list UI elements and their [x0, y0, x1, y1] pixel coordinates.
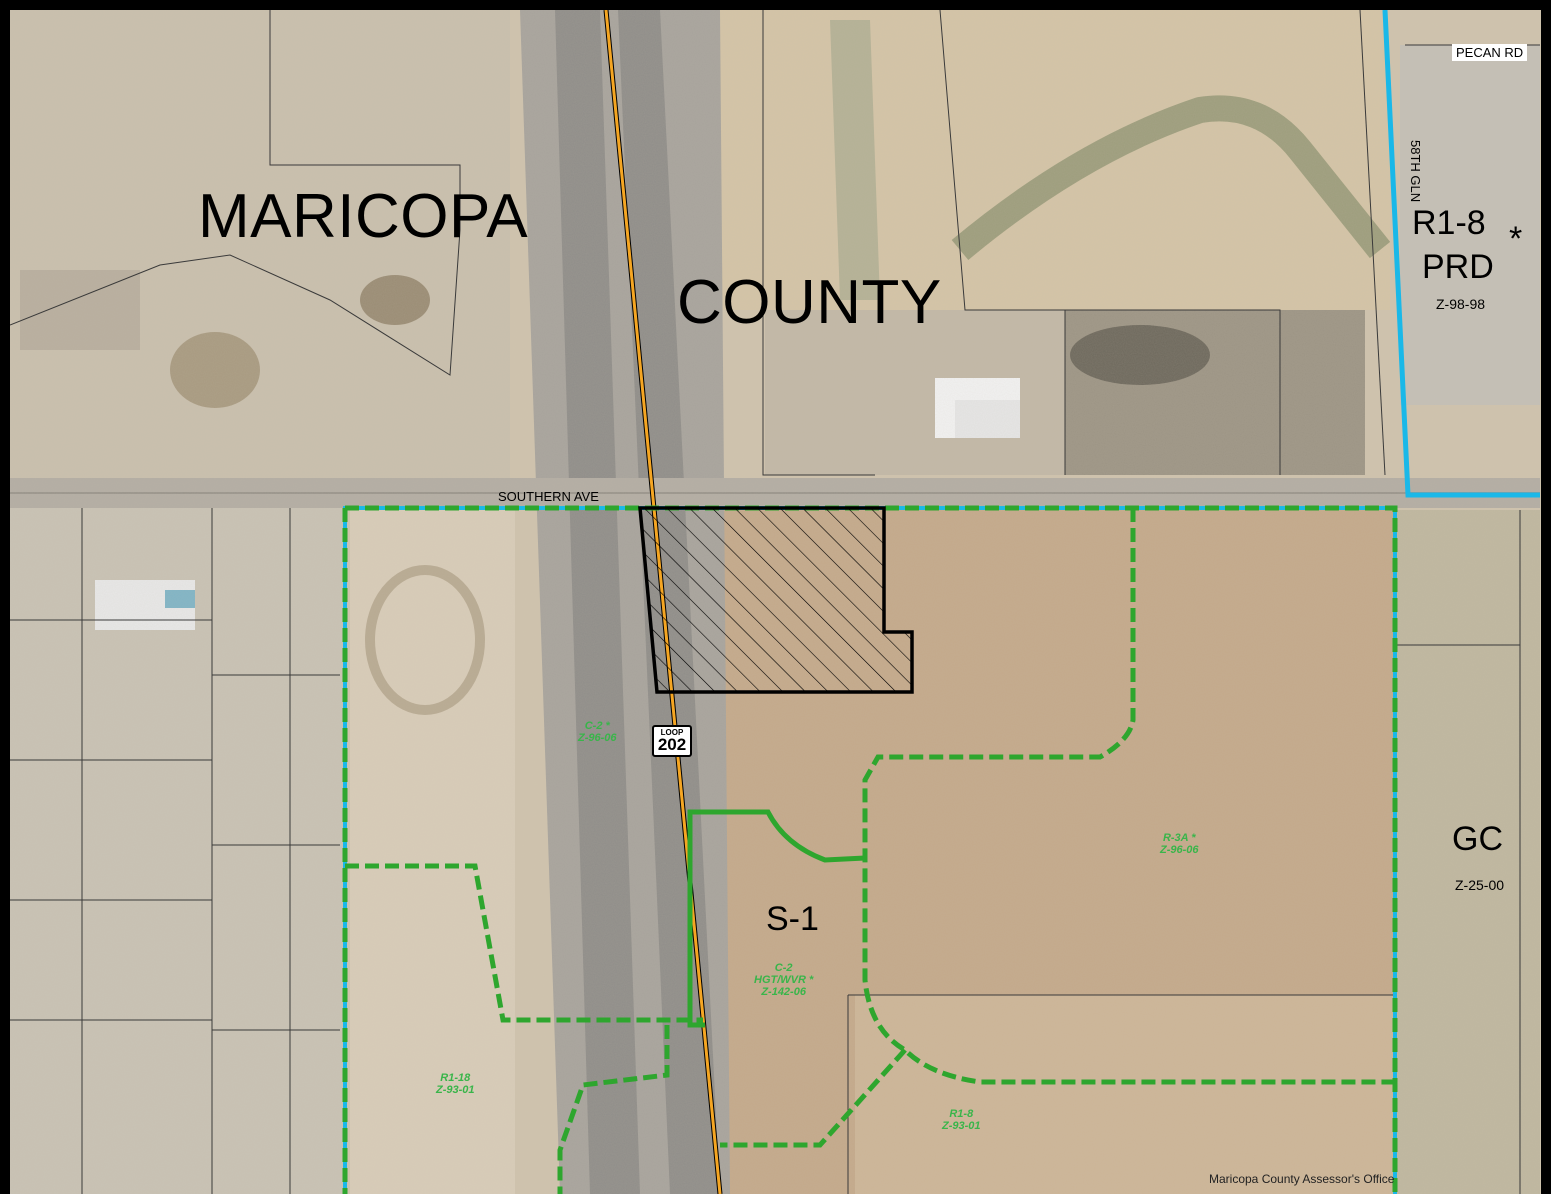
- zone-c2-west: C-2 * Z-96-06: [578, 720, 617, 744]
- zone-r1-18: R1-18 Z-93-01: [436, 1072, 475, 1096]
- zone-c2-hgt: C-2 HGT/WVR * Z-142-06: [754, 962, 813, 998]
- road-label-pecan-rd: PECAN RD: [1452, 44, 1528, 61]
- zone-r1-18-line1: R1-18: [440, 1072, 471, 1084]
- zone-gc-code: GC: [1452, 820, 1503, 858]
- zoning-boundary-solid: [687, 809, 866, 1028]
- zone-c2-hgt-line2: HGT/WVR *: [754, 974, 814, 987]
- zone-gc-case: Z-25-00: [1455, 877, 1505, 893]
- map-credit: Maricopa County Assessor's Office: [1209, 1172, 1395, 1186]
- subject-parcel: [638, 506, 914, 694]
- county-label-county: COUNTY: [677, 268, 942, 337]
- zone-prd-code: PRD: [1422, 248, 1494, 286]
- zone-r3a-line2: Z-96-06: [1160, 844, 1199, 857]
- zone-c2-west-line2: Z-96-06: [578, 732, 617, 745]
- zone-r1-8-south: R1-8 Z-93-01: [942, 1108, 981, 1132]
- road-label-southern-ave: SOUTHERN AVE: [498, 489, 599, 504]
- zone-r1-8-case: Z-98-98: [1436, 296, 1486, 312]
- zone-r3a: R-3A * Z-96-06: [1160, 832, 1199, 856]
- zone-c2-west-line1: C-2 *: [584, 720, 610, 732]
- zone-r1-8-south-line1: R1-8: [949, 1108, 974, 1120]
- zone-c2-hgt-line3: Z-142-06: [761, 986, 806, 999]
- shield-number: 202: [657, 735, 687, 754]
- shield-top-text: LOOP: [660, 728, 684, 737]
- zone-r1-18-line2: Z-93-01: [436, 1084, 475, 1097]
- loop-202-shield-icon: LOOP 202: [652, 725, 692, 757]
- zone-r1-8-star: *: [1509, 220, 1523, 258]
- zone-r3a-line1: R-3A *: [1162, 832, 1196, 844]
- county-label-maricopa: MARICOPA: [198, 182, 529, 251]
- zone-r1-8-code: R1-8: [1412, 204, 1486, 242]
- road-label-58th-gln: 58TH GLN: [1408, 140, 1423, 203]
- zone-s1-code: S-1: [766, 900, 819, 938]
- zone-r1-8-south-line2: Z-93-01: [942, 1120, 981, 1133]
- zone-c2-hgt-line1: C-2: [774, 962, 793, 974]
